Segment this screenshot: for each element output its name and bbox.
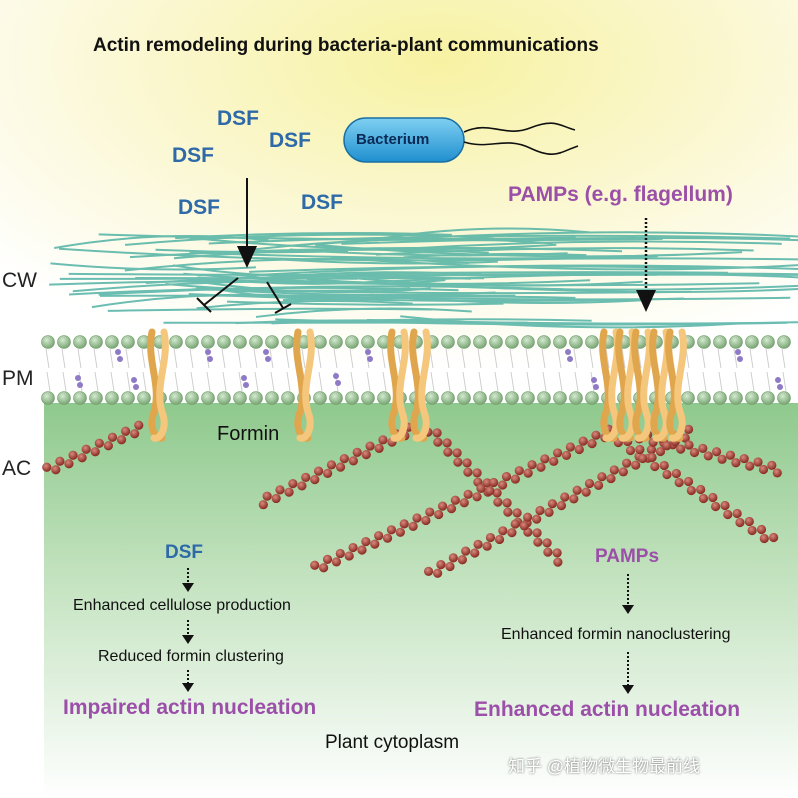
right-pathway-start: PAMPs [595, 546, 660, 567]
dsf-label-4: DSF [178, 196, 220, 219]
bacterium-cell [343, 117, 579, 163]
left-pathway-outcome: Impaired actin nucleation [63, 696, 317, 719]
left-pathway-step2: Reduced formin clustering [98, 648, 284, 665]
pamps-signal-arrow [636, 218, 656, 312]
left-pathway-step1: Enhanced cellulose production [73, 597, 291, 614]
formin-label: Formin [217, 423, 280, 445]
actin-filaments [42, 420, 782, 578]
right-pathway-outcome: Enhanced actin nucleation [474, 698, 741, 721]
pamps-header: PAMPs (e.g. flagellum) [508, 183, 733, 206]
cell-wall-cellulose [49, 227, 798, 329]
dsf-signal-arrow [196, 178, 292, 314]
pathway-arrows [182, 568, 634, 694]
bacterium-label: Bacterium [356, 131, 430, 148]
cytoplasm-label: Plant cytoplasm [325, 732, 460, 753]
dsf-label-5: DSF [301, 191, 343, 214]
right-pathway-step1: Enhanced formin nanoclustering [501, 626, 731, 643]
watermark: 知乎 @植物微生物最前线 [508, 757, 700, 776]
dsf-label-2: DSF [269, 129, 311, 152]
left-pathway-start: DSF [165, 542, 203, 563]
diagram-title: Actin remodeling during bacteria-plant c… [93, 35, 599, 56]
dsf-label-3: DSF [172, 144, 214, 167]
plasma-membrane-label: PM [2, 367, 34, 390]
dsf-label-1: DSF [217, 107, 259, 130]
formin-proteins [147, 328, 687, 442]
cell-wall-label: CW [2, 269, 37, 292]
actin-cytoskeleton-label: AC [2, 457, 32, 480]
